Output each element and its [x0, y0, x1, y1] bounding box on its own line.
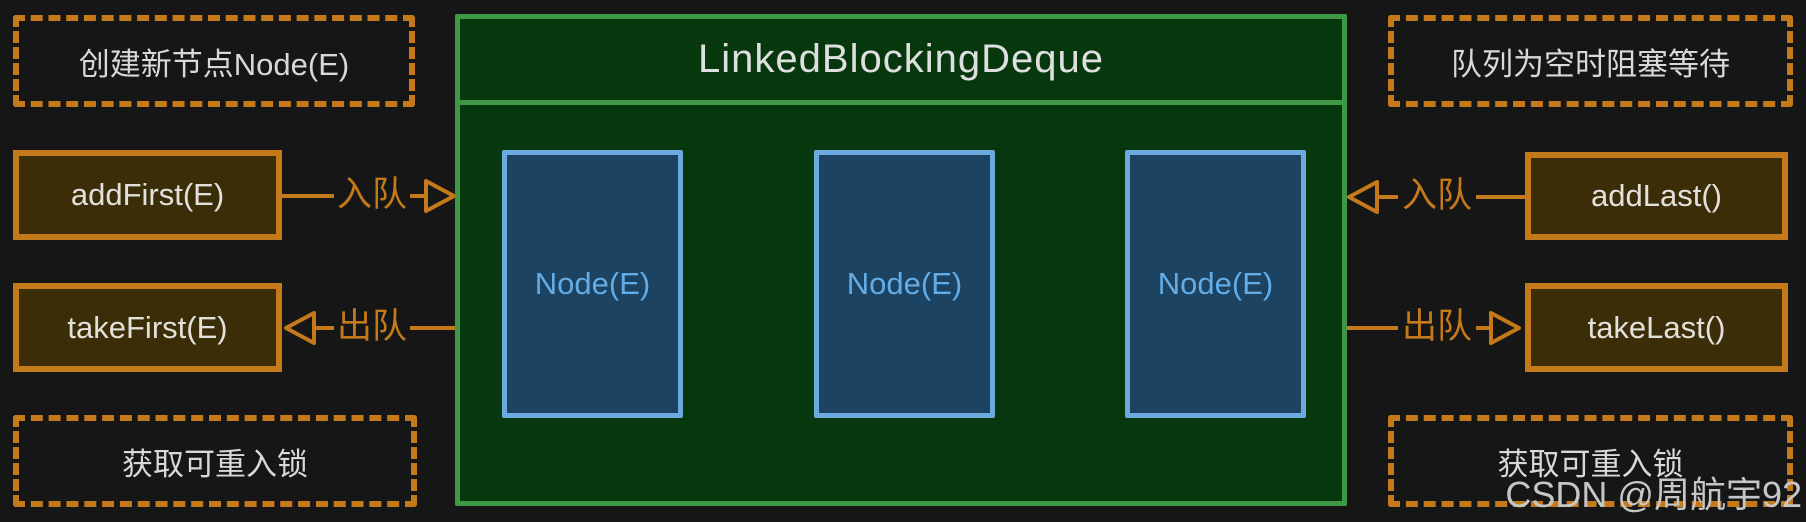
right-open-arrowhead-icon	[424, 179, 456, 213]
note-reentrant-lock-right: 获取可重入锁	[1388, 415, 1793, 507]
left-open-arrowhead-icon	[1347, 180, 1379, 214]
note-reentrant-lock-left: 获取可重入锁	[13, 415, 417, 507]
csdn-watermark: CSDN @周航宇92	[1505, 474, 1802, 515]
note-block-when-empty: 队列为空时阻塞等待	[1388, 15, 1793, 107]
method-addFirst: addFirst(E)	[13, 150, 282, 240]
node-box-2: Node(E)	[814, 150, 995, 418]
left-open-arrowhead-icon	[284, 311, 316, 345]
method-takeLast: takeLast()	[1525, 283, 1788, 372]
dequeue-label-right: 出队	[1401, 307, 1472, 346]
note-create-node: 创建新节点Node(E)	[13, 15, 415, 107]
dequeue-label-left: 出队	[336, 307, 407, 346]
enqueue-label-left: 入队	[336, 175, 407, 214]
method-takeFirst: takeFirst(E)	[13, 283, 282, 372]
deque-title: LinkedBlockingDeque	[460, 19, 1342, 105]
enqueue-label-right: 入队	[1401, 176, 1472, 215]
method-addLast: addLast()	[1525, 152, 1788, 240]
node-box-3: Node(E)	[1125, 150, 1306, 418]
right-open-arrowhead-icon	[1489, 311, 1521, 345]
node-box-1: Node(E)	[502, 150, 683, 418]
